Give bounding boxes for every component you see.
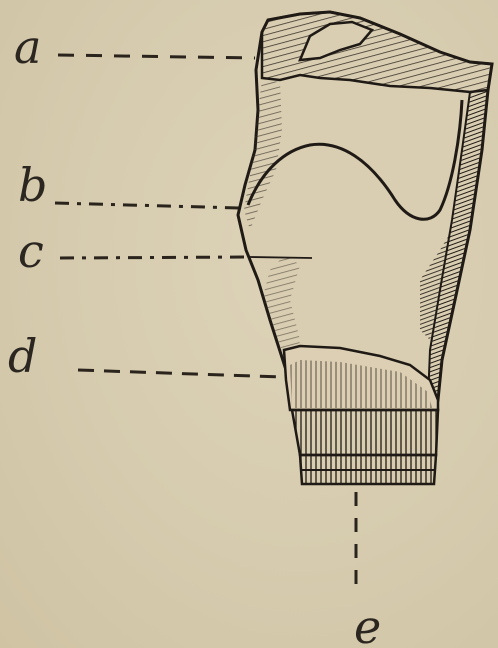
cricoid-ring — [292, 410, 438, 455]
leader-line-d — [78, 370, 282, 377]
label-c: c — [18, 228, 44, 274]
leader-line-c — [60, 257, 248, 258]
leader-line-b — [55, 203, 240, 208]
label-b: b — [18, 162, 47, 208]
label-d: d — [8, 333, 37, 379]
label-e: e — [354, 604, 381, 648]
leader-line-a — [58, 55, 255, 58]
larynx-cartilage — [238, 12, 492, 484]
label-a: a — [14, 24, 41, 70]
internal-line — [250, 257, 312, 258]
